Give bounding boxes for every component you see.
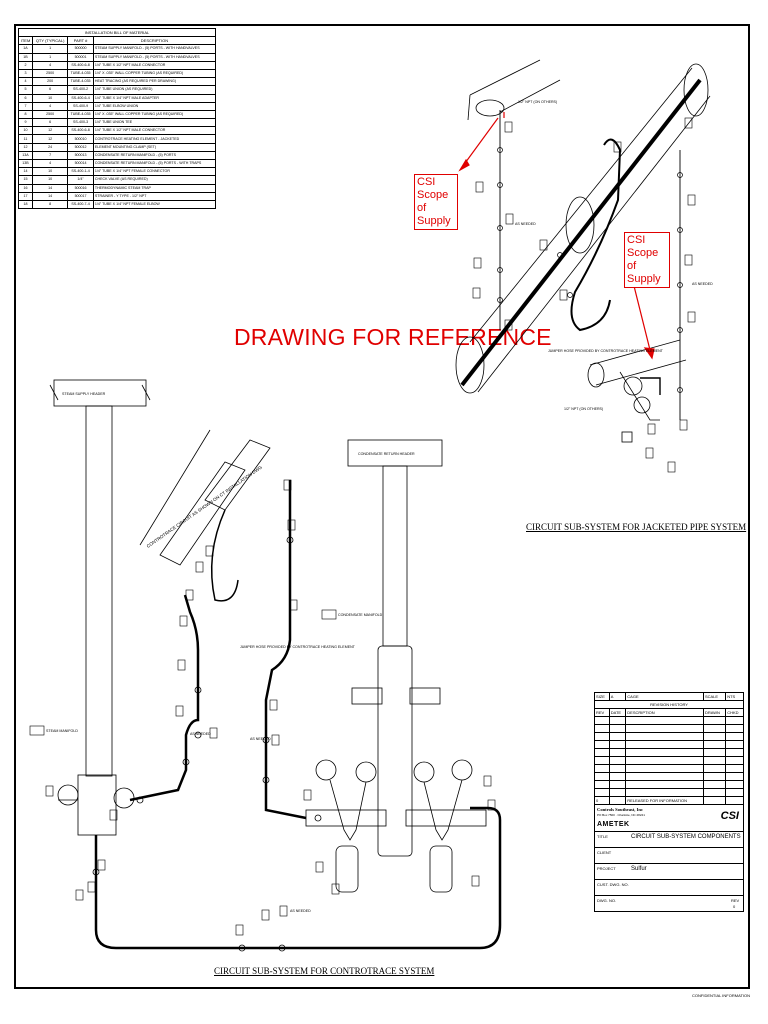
tb-project-key: PROJECT: [597, 866, 616, 871]
drawing-sheet-border: [14, 24, 750, 989]
steam-trap-1: [315, 759, 337, 781]
steam-trap-2: [355, 761, 377, 783]
tb-client-key: CLIENT: [597, 850, 612, 855]
csi-logo: CSI: [720, 810, 739, 822]
controtrace-system: [29, 379, 502, 952]
caption-controtrace: CIRCUIT SUB-SYSTEM FOR CONTROTRACE SYSTE…: [214, 966, 435, 976]
tb-rev-key: REV: [731, 898, 740, 903]
controtrace-element-2: [204, 439, 271, 511]
tb-rev-value: 0: [594, 796, 610, 805]
label-jumper-hose-j: JUMPER HOSE PROVIDED BY CONTROTRACE HEAT…: [548, 349, 664, 353]
condensate-manifold: [377, 645, 413, 857]
label-as-needed-c3: AS NEEDED: [190, 732, 211, 736]
label-half-npt-2: 1/2" NPT (ON OTHERS): [564, 407, 603, 411]
label-condensate-return-header: CONDENSATE RETURN HEADER: [358, 452, 415, 456]
caption-jacketed: CIRCUIT SUB-SYSTEM FOR JACKETED PIPE SYS…: [526, 522, 747, 532]
csi-scope-label-1: CSI Scope of Supply: [414, 174, 458, 230]
steam-supply-drop: [85, 405, 113, 777]
pipe-flange-mid: [565, 196, 595, 254]
csi-scope-label-2: CSI Scope of Supply: [624, 232, 670, 288]
controtrace-element-1: [159, 461, 246, 566]
tb-dwg-key: DWG. NO.: [597, 898, 617, 903]
label-steam-manifold: STEAM MANIFOLD: [46, 729, 78, 733]
company-address: PO Box 7500 · Charlotte, NC 28241: [597, 813, 645, 817]
label-as-needed-j1: AS NEEDED: [515, 222, 536, 226]
jacketed-pipe: [460, 78, 702, 387]
label-condensate-manifold: CONDENSATE MANIFOLD: [338, 613, 383, 617]
title-block: SIZE A CAGE SCALE NTS REVISION HISTORY R…: [594, 692, 744, 986]
tb-rev-description: RELEASED FOR INFORMATION: [625, 796, 704, 805]
tb-rev-h: REV: [594, 708, 610, 717]
tb-scale-key: SCALE: [702, 692, 727, 701]
tb-rev-num: 0: [733, 904, 736, 909]
label-half-npt-1: 1/2" NPT (ON OTHERS): [518, 100, 557, 104]
label-jumper-hose-c: JUMPER HOSE PROVIDED BY CONTROTRACE HEAT…: [240, 645, 356, 649]
tb-chkd-h: CHKD: [725, 708, 744, 717]
condensate-return-drop: [382, 465, 408, 647]
steam-trap-3: [413, 761, 435, 783]
tb-revision-history: REVISION HISTORY: [594, 700, 744, 709]
company-name: Controls Southeast, Inc: [597, 807, 643, 812]
tb-drawn-h: DRAWN: [702, 708, 727, 717]
label-as-needed-c2: AS NEEDED: [290, 909, 311, 913]
title-info: TITLE CIRCUIT SUB-SYSTEM COMPONENTS CLIEN…: [594, 832, 744, 912]
tb-scale-value: NTS: [725, 692, 744, 701]
tb-project-value: Sulfur: [631, 866, 647, 872]
tb-desc-h: DESCRIPTION: [625, 708, 704, 717]
tb-title-key: TITLE: [597, 834, 608, 839]
label-as-needed-j2: AS NEEDED: [692, 282, 713, 286]
steam-trap-4: [451, 759, 473, 781]
label-steam-supply-header: STEAM SUPPLY HEADER: [62, 392, 106, 396]
bom-cell: 1/4" TUBE X 1/4" NPT FEMALE ELBOW: [92, 199, 217, 210]
pipe-flange-right: [683, 63, 709, 117]
company-logo-row: Controls Southeast, Inc PO Box 7500 · Ch…: [594, 805, 744, 832]
tb-cust-key: CUST. DWG. NO.: [597, 882, 629, 887]
jacketed-pipe-system: [455, 59, 711, 473]
ametek-logo: AMETEK: [597, 821, 630, 828]
steam-manifold: [77, 774, 117, 836]
bom-cell: 8: [31, 199, 69, 210]
label-as-needed-c1: AS NEEDED: [250, 737, 271, 741]
tb-title-value: CIRCUIT SUB-SYSTEM COMPONENTS: [631, 834, 741, 840]
pipe-flange-left: [455, 336, 485, 394]
tb-cage-key: CAGE: [625, 692, 704, 701]
tb-date-h: DATE: [608, 708, 627, 717]
tb-size-key: SIZE: [594, 692, 610, 701]
footer-confidential: CONFIDENTIAL INFORMATION: [692, 993, 750, 998]
tb-size-value: A: [608, 692, 627, 701]
